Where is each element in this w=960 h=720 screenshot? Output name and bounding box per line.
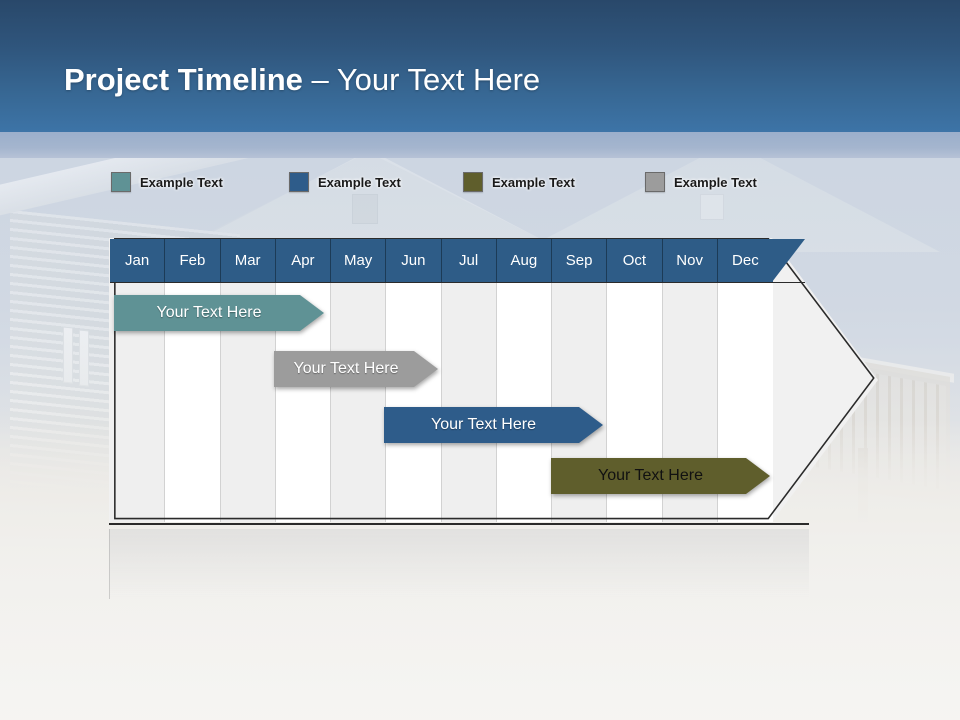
month-header-divider (110, 282, 805, 283)
month-header-may[interactable]: May (331, 239, 387, 282)
task-bar-teal-shape (114, 295, 324, 331)
month-header-feb[interactable]: Feb (165, 239, 221, 282)
month-header-jun[interactable]: Jun (386, 239, 442, 282)
legend-swatch-olive-icon (463, 172, 483, 192)
month-header-row: Jan Feb Mar Apr May Jun Jul Aug Sep Oct … (110, 239, 773, 282)
month-header-jan[interactable]: Jan (110, 239, 166, 282)
legend: Example Text Example Text Example Text E… (0, 170, 960, 194)
legend-label-1: Example Text (140, 174, 223, 190)
title-band (0, 0, 960, 132)
task-bar-teal[interactable]: Your Text Here (114, 295, 324, 331)
page-title-light: – Your Text Here (302, 62, 541, 97)
month-header-sep[interactable]: Sep (552, 239, 608, 282)
task-bar-olive-label: Your Text Here (598, 467, 703, 484)
task-bar-blue-label: Your Text Here (431, 416, 536, 433)
month-header-arrow-corner (772, 239, 805, 282)
task-bar-teal-label: Your Text Here (156, 304, 262, 321)
legend-swatch-gray-icon (645, 172, 665, 192)
chart-reflection (109, 529, 809, 599)
task-bar-blue-shape (384, 407, 603, 443)
month-header-aug[interactable]: Aug (496, 239, 552, 282)
task-bar-olive-shape (551, 458, 770, 494)
legend-item-4[interactable]: Example Text (645, 170, 757, 194)
column-jul (441, 282, 497, 522)
timeline-bottom-divider (109, 523, 809, 525)
legend-swatch-teal-icon (111, 172, 131, 192)
legend-label-4: Example Text (674, 174, 757, 190)
legend-label-3: Example Text (492, 174, 575, 190)
task-bar-blue[interactable]: Your Text Here (384, 407, 603, 443)
task-bar-gray[interactable]: Your Text Here (274, 351, 438, 387)
legend-swatch-blue-icon (289, 172, 309, 192)
month-header-mar[interactable]: Mar (220, 239, 276, 282)
task-bar-gray-shape (274, 351, 438, 387)
month-header-dec[interactable]: Dec (717, 239, 773, 282)
month-header-nov[interactable]: Nov (662, 239, 718, 282)
title-accent-strip (0, 132, 960, 158)
column-aug (496, 282, 552, 522)
task-bar-gray-label: Your Text Here (293, 360, 399, 377)
timeline-chart: Jan Feb Mar Apr May Jun Jul Aug Sep Oct … (109, 238, 884, 528)
column-may (331, 282, 387, 522)
page-title-strong: Project Timeline (64, 62, 303, 97)
month-header-apr[interactable]: Apr (275, 239, 331, 282)
task-bar-olive[interactable]: Your Text Here (551, 458, 770, 494)
legend-item-1[interactable]: Example Text (111, 170, 223, 194)
month-header-jul[interactable]: Jul (441, 239, 497, 282)
month-header-oct[interactable]: Oct (607, 239, 663, 282)
legend-label-2: Example Text (318, 174, 401, 190)
legend-item-2[interactable]: Example Text (289, 170, 401, 194)
legend-item-3[interactable]: Example Text (463, 170, 575, 194)
page-title: Project Timeline – Your Text Here (64, 60, 884, 100)
column-jun (386, 282, 442, 522)
